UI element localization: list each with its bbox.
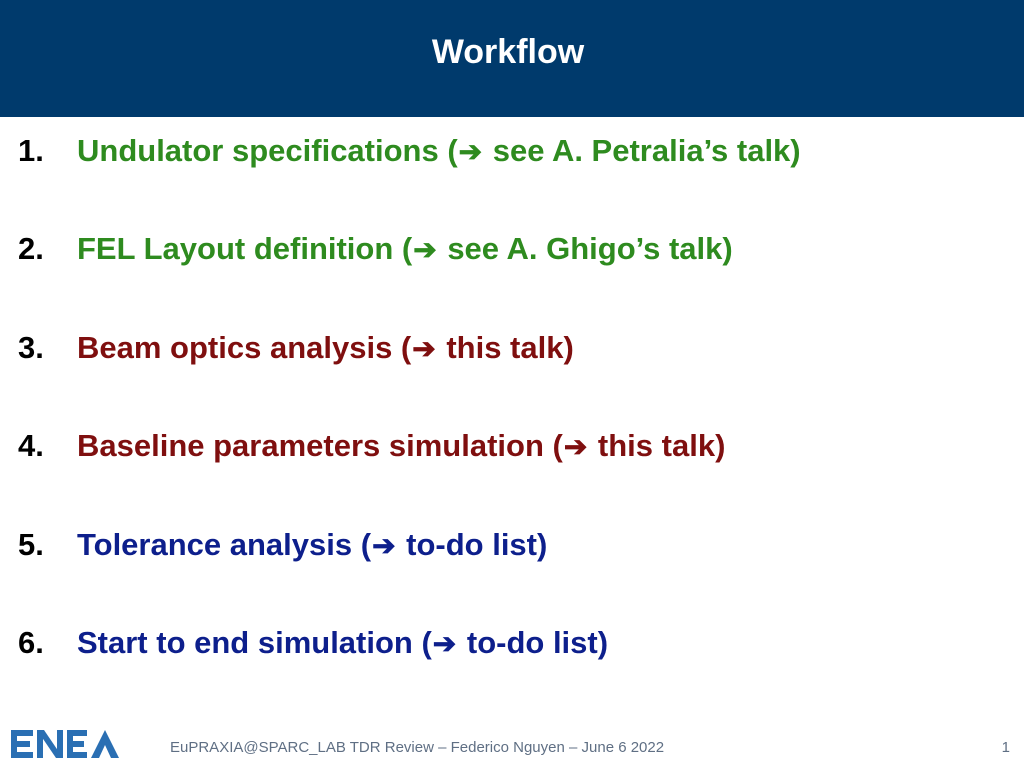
right-arrow-icon: ➔: [458, 136, 483, 167]
item-text: Baseline parameters simulation (➔ this t…: [77, 423, 725, 470]
item-text-before: Undulator specifications (: [77, 133, 458, 168]
item-text-before: Baseline parameters simulation (: [77, 428, 563, 463]
item-number: 4.: [18, 428, 44, 463]
slide-title: Workflow: [431, 33, 585, 71]
item-text-before: Beam optics analysis (: [77, 330, 412, 365]
list-item: 6. Start to end simulation (➔ to-do list…: [0, 620, 1000, 666]
list-item: 1. Undulator specifications (➔ see A. Pe…: [0, 128, 1000, 174]
header-bar: Workflow: [0, 0, 1024, 117]
item-text-after: see A. Ghigo’s talk): [438, 231, 733, 266]
item-number: 5.: [18, 527, 44, 562]
item-number: 2.: [18, 231, 44, 266]
item-number: 1.: [18, 133, 44, 168]
item-text: Undulator specifications (➔ see A. Petra…: [77, 128, 801, 175]
item-text-before: FEL Layout definition (: [77, 231, 413, 266]
right-arrow-icon: ➔: [372, 530, 396, 561]
item-text-after: this talk): [437, 330, 574, 365]
list-item: 4. Baseline parameters simulation (➔ thi…: [0, 423, 1000, 469]
item-text-after: see A. Petralia’s talk): [484, 133, 801, 168]
item-text-before: Start to end simulation (: [77, 625, 432, 660]
item-text-after: to-do list): [397, 527, 548, 562]
right-arrow-icon: ➔: [413, 234, 437, 265]
item-text-after: to-do list): [458, 625, 609, 660]
item-text: Start to end simulation (➔ to-do list): [77, 620, 608, 667]
right-arrow-icon: ➔: [432, 628, 457, 659]
right-arrow-icon: ➔: [563, 431, 588, 462]
list-item: 5. Tolerance analysis (➔ to-do list): [0, 522, 1000, 568]
list-item: 2. FEL Layout definition (➔ see A. Ghigo…: [0, 226, 1000, 272]
item-text: Beam optics analysis (➔ this talk): [77, 325, 574, 372]
enea-logo-icon: [11, 730, 119, 758]
footer-text: EuPRAXIA@SPARC_LAB TDR Review – Federico…: [170, 739, 665, 756]
page-number: 1: [1001, 739, 1010, 756]
item-text: Tolerance analysis (➔ to-do list): [77, 522, 547, 569]
item-text-after: this talk): [589, 428, 726, 463]
item-number: 3.: [18, 330, 44, 365]
item-text-before: Tolerance analysis (: [77, 527, 372, 562]
list-item: 3. Beam optics analysis (➔ this talk): [0, 325, 1000, 371]
item-text: FEL Layout definition (➔ see A. Ghigo’s …: [77, 226, 733, 273]
item-number: 6.: [18, 625, 44, 660]
right-arrow-icon: ➔: [412, 333, 436, 364]
